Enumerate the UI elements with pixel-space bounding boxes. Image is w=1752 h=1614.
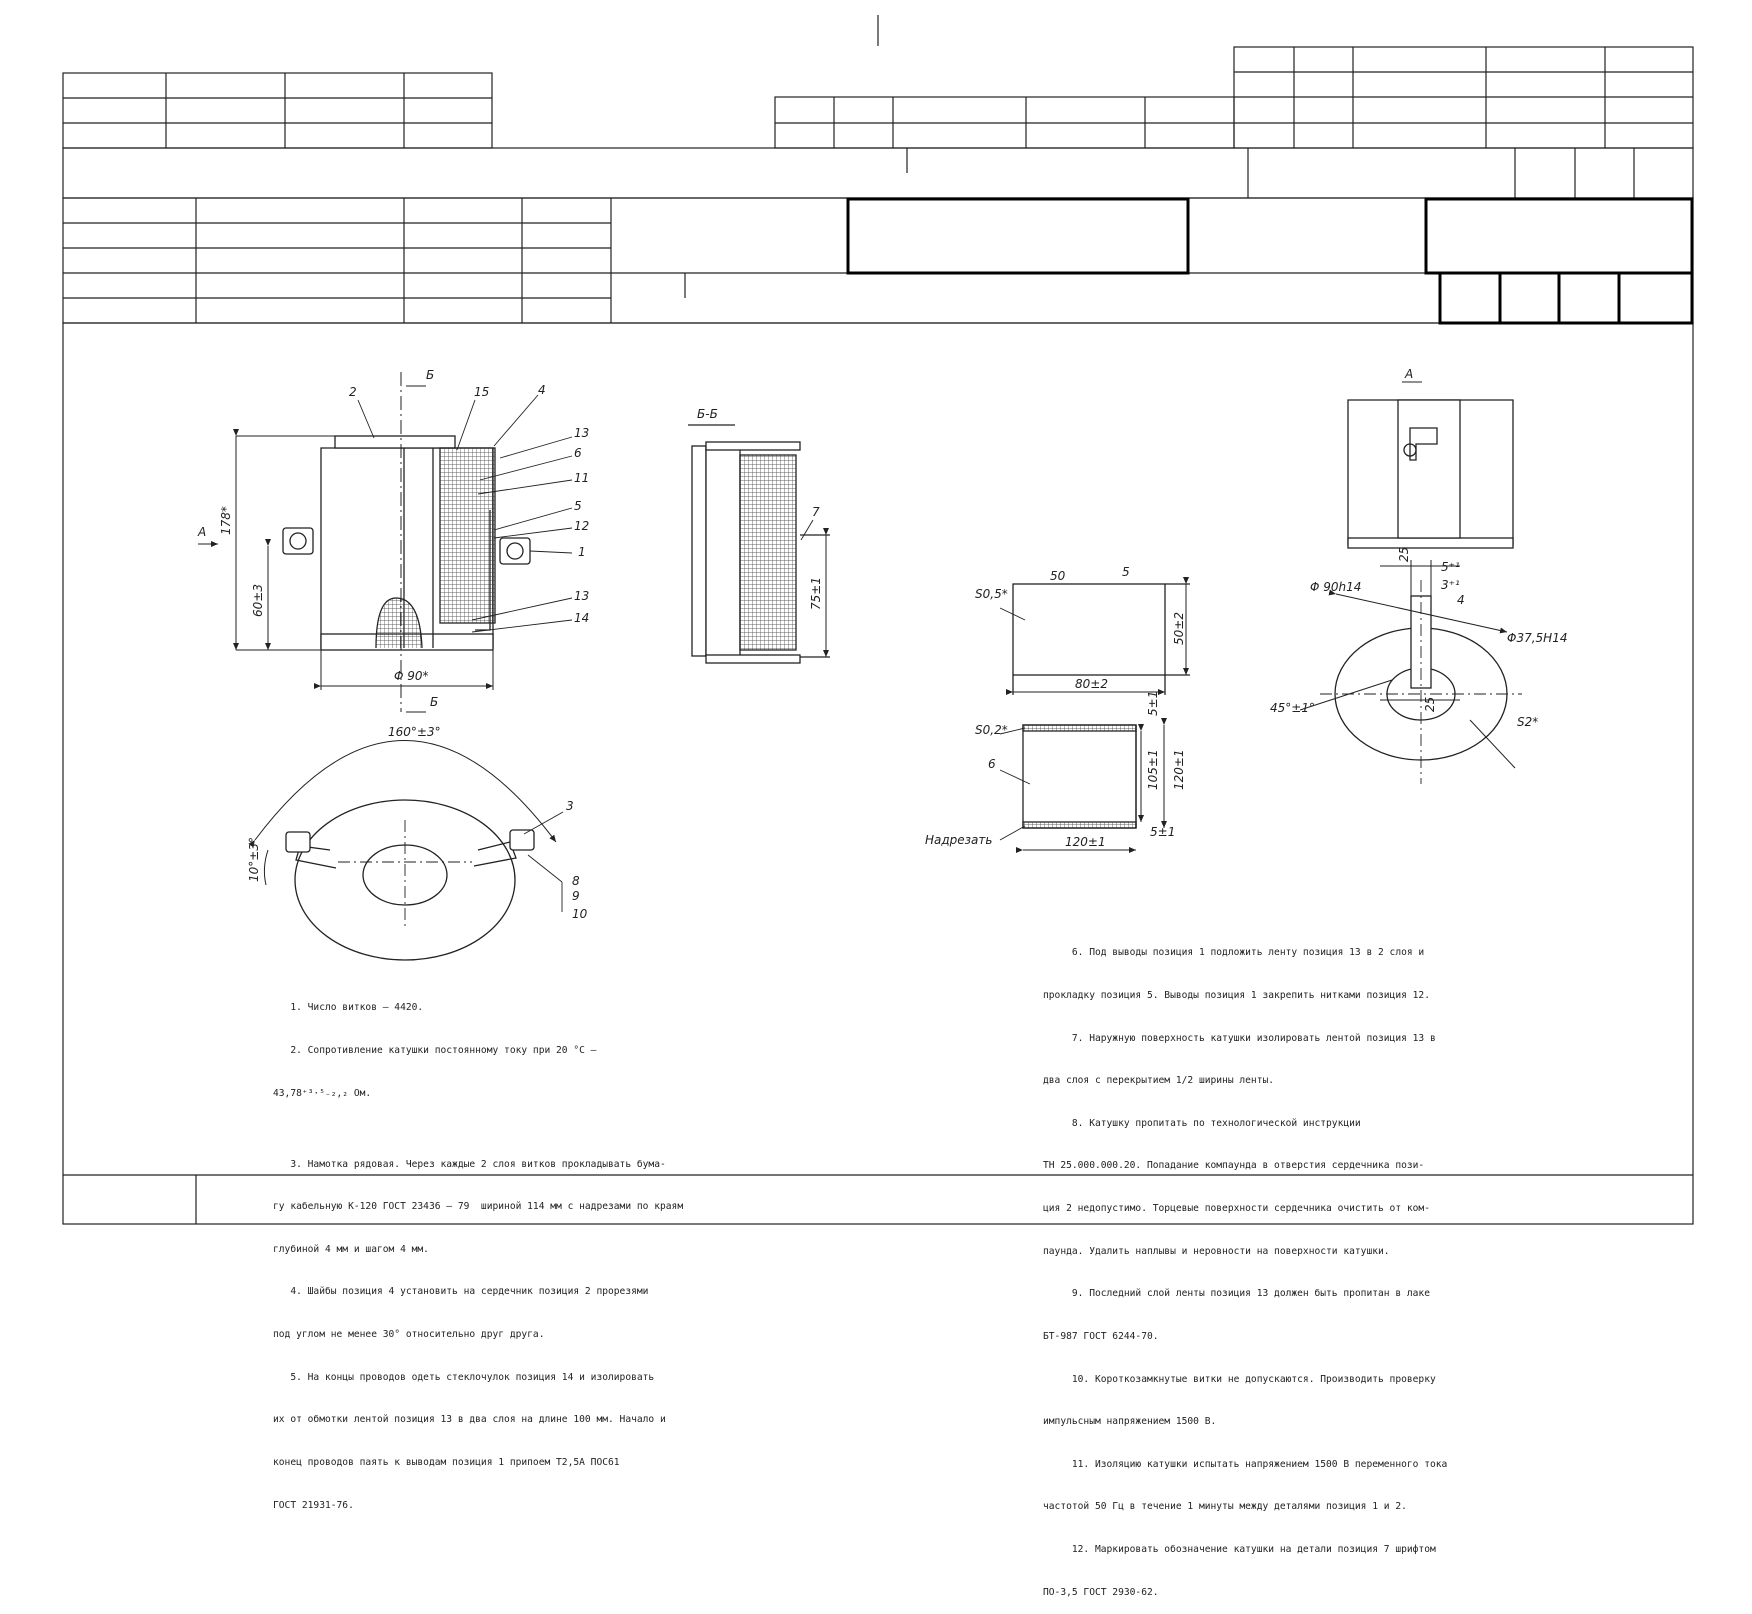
tape-s05: S0,5* — [975, 587, 1008, 601]
view-a-arrow-label: А — [197, 525, 206, 539]
cut-label: Надрезать — [925, 833, 992, 847]
pos-13a: 13 — [574, 426, 589, 440]
note-line: ГОСТ 21931-76. — [273, 1499, 354, 1511]
note-line: под углом не менее 30° относительно друг… — [273, 1329, 545, 1341]
note-line: ПО-3,5 ГОСТ 2930-62. — [1043, 1586, 1159, 1598]
view-a-detail — [1347, 381, 1514, 549]
note-line: 7. Наружную поверхность катушки изолиров… — [1043, 1032, 1436, 1044]
pos-8: 8 — [572, 874, 580, 888]
pos-13b: 13 — [574, 589, 589, 603]
pos-9: 9 — [572, 889, 580, 903]
dim-5c: 5⁺¹ — [1441, 560, 1460, 574]
dim-diameter: Φ 90* — [394, 669, 429, 683]
dim-phi90h14: Φ 90h14 — [1310, 580, 1361, 594]
dim-5b: 5±1 — [1150, 825, 1175, 839]
pos-12: 12 — [574, 519, 589, 533]
section-mark-bottom: Б — [430, 695, 438, 709]
note-line: прокладку позиция 5. Выводы позиция 1 за… — [1043, 990, 1430, 1002]
rough-4: 4 — [1457, 593, 1465, 607]
note-line: 10. Короткозамкнутые витки не допускаютс… — [1043, 1373, 1436, 1385]
view-a-title: А — [1404, 367, 1413, 381]
note-line: гу кабельную К-120 ГОСТ 23436 – 79 ширин… — [273, 1201, 684, 1213]
note-line: 6. Под выводы позиция 1 подложить ленту … — [1043, 947, 1425, 959]
pos-14: 14 — [574, 611, 589, 625]
note-line: паунда. Удалить наплывы и неровности на … — [1043, 1245, 1390, 1257]
note-line: импульсным напряжением 1500 В. — [1043, 1416, 1217, 1428]
pos-6: 6 — [574, 446, 582, 460]
note-line: БТ-987 ГОСТ 6244-70. — [1043, 1330, 1159, 1342]
dim-45: 45°±1° — [1270, 701, 1315, 715]
technical-drawing: Б Б Б-Б А А 178* 60±3 Φ 90* 75±1 160°±3°… — [62, 15, 1694, 1225]
note-line: глубиной 4 мм и шагом 4 мм. — [273, 1243, 429, 1255]
dim-75: 75±1 — [809, 577, 823, 610]
note-line: их от обмотки лентой позиция 13 в два сл… — [273, 1414, 666, 1426]
note-line: 9. Последний слой ленты позиция 13 долже… — [1043, 1288, 1430, 1300]
pos-10: 10 — [572, 907, 588, 921]
note-line: 4. Шайбы позиция 4 установить на сердечн… — [273, 1286, 649, 1298]
title-block-thick — [846, 197, 1694, 325]
washer-view — [1299, 560, 1522, 784]
note-line: конец проводов паять к выводам позиция 1… — [273, 1456, 620, 1468]
note-line: ТН 25.000.000.20. Попадание компаунда в … — [1043, 1160, 1425, 1172]
tape-detail-views — [999, 577, 1190, 853]
dim-phi375: Φ37,5H14 — [1507, 631, 1567, 645]
pos-2: 2 — [349, 385, 357, 399]
dim-angle-10: 10°±3° — [247, 837, 261, 882]
technical-notes-left: 1. Число витков – 4420. 2. Сопротивление… — [273, 973, 683, 1527]
note-line: ция 2 недопустимо. Торцевые поверхности … — [1043, 1203, 1430, 1215]
note-line: два слоя с перекрытием 1/2 ширины ленты. — [1043, 1075, 1275, 1087]
pos-1: 1 — [578, 545, 586, 559]
pos-7: 7 — [812, 505, 820, 519]
rough-50: 50 — [1050, 569, 1066, 583]
note-line: 3. Намотка рядовая. Через каждые 2 слоя … — [273, 1158, 666, 1170]
note-line: 8. Катушку пропитать по технологической … — [1043, 1117, 1361, 1129]
note-line: 1. Число витков – 4420. — [273, 1002, 424, 1014]
pos-4: 4 — [538, 383, 546, 397]
pos-3: 3 — [566, 799, 574, 813]
rough-5: 5 — [1122, 565, 1130, 579]
dim-5a: 5±1 — [1146, 691, 1160, 716]
note-line: 11. Изоляцию катушки испытать напряжение… — [1043, 1458, 1448, 1470]
part-6-tape: 6 — [988, 757, 996, 771]
dim-50x2: 50±2 — [1172, 612, 1186, 645]
note-line: частотой 50 Гц в течение 1 минуты между … — [1043, 1501, 1407, 1513]
coil-top-view — [248, 740, 564, 961]
dim-angle-160: 160°±3° — [388, 725, 441, 739]
dim-120h: 120±1 — [1065, 835, 1106, 849]
dim-3c: 3⁺¹ — [1441, 578, 1460, 592]
note-line: 43,78⁺³·⁵₋₂,₂ Ом. — [273, 1087, 372, 1099]
dim-80: 80±2 — [1075, 677, 1108, 691]
dim-105: 105±1 — [1146, 749, 1160, 790]
note-line: 12. Маркировать обозначение катушки на д… — [1043, 1543, 1436, 1555]
coil-main-view — [198, 372, 573, 713]
dim-25b: 25 — [1423, 697, 1437, 712]
tape-s02: S0,2* — [975, 723, 1008, 737]
dim-60: 60±3 — [251, 584, 265, 617]
dim-120v: 120±1 — [1172, 749, 1186, 790]
pos-11: 11 — [574, 471, 589, 485]
dim-25a: 25 — [1397, 547, 1411, 562]
note-line: 2. Сопротивление катушки постоянному ток… — [273, 1045, 597, 1057]
section-bb-view — [688, 424, 830, 664]
note-line: 5. На концы проводов одеть стеклочулок п… — [273, 1371, 655, 1383]
section-mark-top: Б — [426, 368, 434, 382]
dim-height-total: 178* — [219, 506, 233, 535]
section-bb-title: Б-Б — [697, 407, 718, 421]
pos-5: 5 — [574, 499, 582, 513]
dim-s2: S2* — [1517, 715, 1538, 729]
technical-notes-right: 6. Под выводы позиция 1 подложить ленту … — [1043, 918, 1447, 1614]
pos-15: 15 — [474, 385, 489, 399]
